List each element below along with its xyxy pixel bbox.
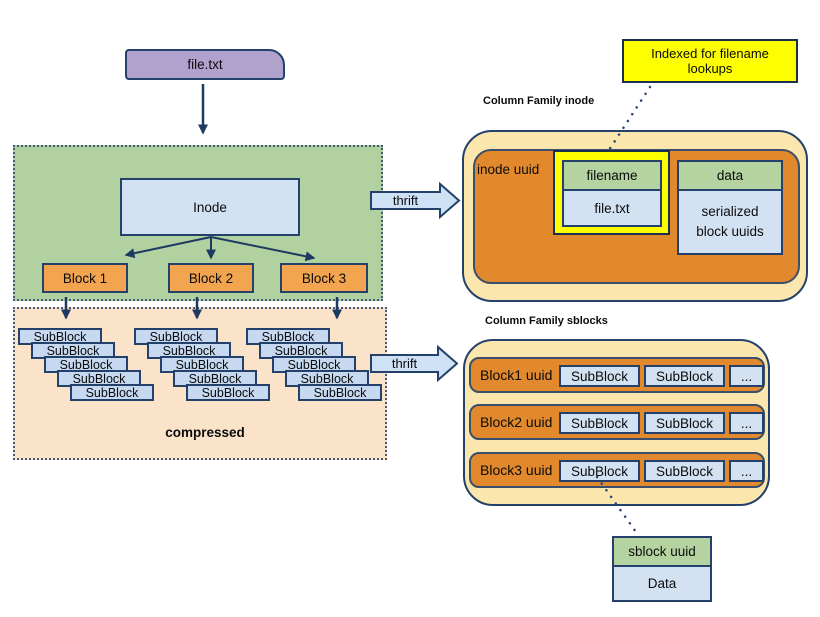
row-key: Block1 uuid [480,367,553,383]
subblock-card: SubBlock [272,356,356,373]
subblock-card: SubBlock [70,384,154,401]
callout-indexed-lookups: Indexed for filename lookups [622,39,798,83]
thrift-label-sblocks: thrift [391,355,418,371]
block-2-box: Block 2 [168,263,254,293]
ellipsis-cell: ... [729,460,764,482]
cf-inode-title: Column Family inode [483,95,595,107]
cf-sblocks-title: Column Family sblocks [485,315,608,327]
compressed-label: compressed [165,424,245,440]
inode-box: Inode [120,178,300,236]
row-key: Block2 uuid [480,414,553,430]
subblock-cell: SubBlock [559,365,640,387]
subblock-cell: SubBlock [559,460,640,482]
sblock-uuid-header-cell: sblock uuid [612,536,712,567]
sblock-row-3: Block3 uuid SubBlock SubBlock ... [469,452,765,488]
subblock-card: SubBlock [285,370,369,387]
subblock-card: SubBlock [186,384,270,401]
subblock-cell: SubBlock [644,365,725,387]
subblock-card: SubBlock [259,342,343,359]
sblock-data-value-cell: Data [612,565,712,602]
ellipsis-cell: ... [729,365,764,387]
subblock-card: SubBlock [134,328,218,345]
sblock-row-2: Block2 uuid SubBlock SubBlock ... [469,404,765,440]
subblock-cell: SubBlock [644,412,725,434]
file-box: file.txt [125,49,285,80]
thrift-label-inode: thrift [392,192,419,208]
block-3-box: Block 3 [280,263,368,293]
row-key: Block3 uuid [480,462,553,478]
subblock-card: SubBlock [57,370,141,387]
filename-value-cell: file.txt [562,189,662,227]
sblock-row-1: Block1 uuid SubBlock SubBlock ... [469,357,765,393]
subblock-card: SubBlock [298,384,382,401]
subblock-cell: SubBlock [559,412,640,434]
subblock-cell: SubBlock [644,460,725,482]
ellipsis-cell: ... [729,412,764,434]
block-1-box: Block 1 [42,263,128,293]
subblock-card: SubBlock [246,328,330,345]
data-header-cell: data [677,160,783,191]
filename-header-cell: filename [562,160,662,191]
subblock-card: SubBlock [31,342,115,359]
data-value-cell: serialized block uuids [677,189,783,255]
inode-uuid-key: inode uuid [477,162,540,177]
